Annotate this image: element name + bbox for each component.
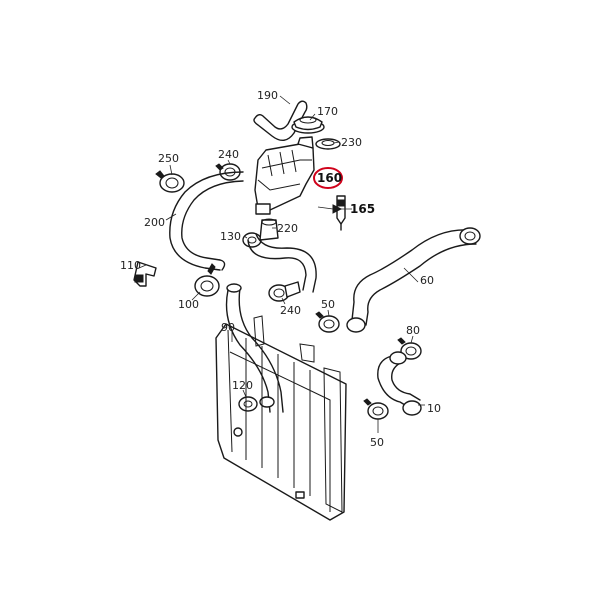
part-10-lower-hose[interactable] [377, 351, 422, 416]
label-50-lower: 50 [370, 436, 384, 449]
part-60-upper-hose[interactable] [346, 227, 481, 333]
label-190: 190 [257, 89, 278, 102]
part-230-seal-ring[interactable] [315, 138, 341, 150]
part-130-clamp[interactable] [242, 232, 262, 248]
leader-lines [138, 95, 425, 433]
label-170: 170 [317, 105, 338, 118]
radiator [215, 315, 347, 521]
part-165-level-sensor[interactable] [336, 195, 346, 231]
part-labels: 190 170 230 250 240 160 165 200 130 220 … [120, 89, 441, 449]
label-200: 200 [144, 216, 165, 229]
label-230: 230 [341, 136, 362, 149]
highlight-circle-160 [313, 167, 343, 189]
label-160: 160 [317, 171, 342, 185]
arrow-165 [317, 204, 343, 214]
label-240-lower: 240 [280, 304, 301, 317]
part-220-hose[interactable] [259, 218, 279, 241]
part-50-clamp-upper[interactable] [315, 311, 340, 333]
label-90: 90 [221, 321, 235, 334]
label-60: 60 [420, 274, 434, 287]
label-110: 110 [120, 259, 141, 272]
part-170-cap[interactable] [291, 116, 325, 134]
label-130: 130 [220, 230, 241, 243]
label-50-upper: 50 [321, 298, 335, 311]
label-240-upper: 240 [218, 148, 239, 161]
label-100: 100 [178, 298, 199, 311]
part-160-expansion-tank[interactable] [254, 136, 315, 215]
label-165: 165 [350, 202, 375, 216]
tank-lower-hose[interactable] [247, 233, 317, 293]
part-250-clamp[interactable] [155, 170, 185, 193]
label-10: 10 [427, 402, 441, 415]
label-250: 250 [158, 152, 179, 165]
part-190-small-hose[interactable] [253, 100, 308, 141]
label-80: 80 [406, 324, 420, 337]
part-240-clamp-lower[interactable] [268, 281, 301, 302]
part-100-clamp[interactable] [194, 263, 220, 297]
label-120: 120 [232, 379, 253, 392]
part-50-clamp-lower[interactable] [363, 398, 389, 420]
part-200-hose[interactable] [169, 171, 244, 271]
label-220: 220 [277, 222, 298, 235]
part-120-clamp[interactable] [238, 396, 275, 412]
